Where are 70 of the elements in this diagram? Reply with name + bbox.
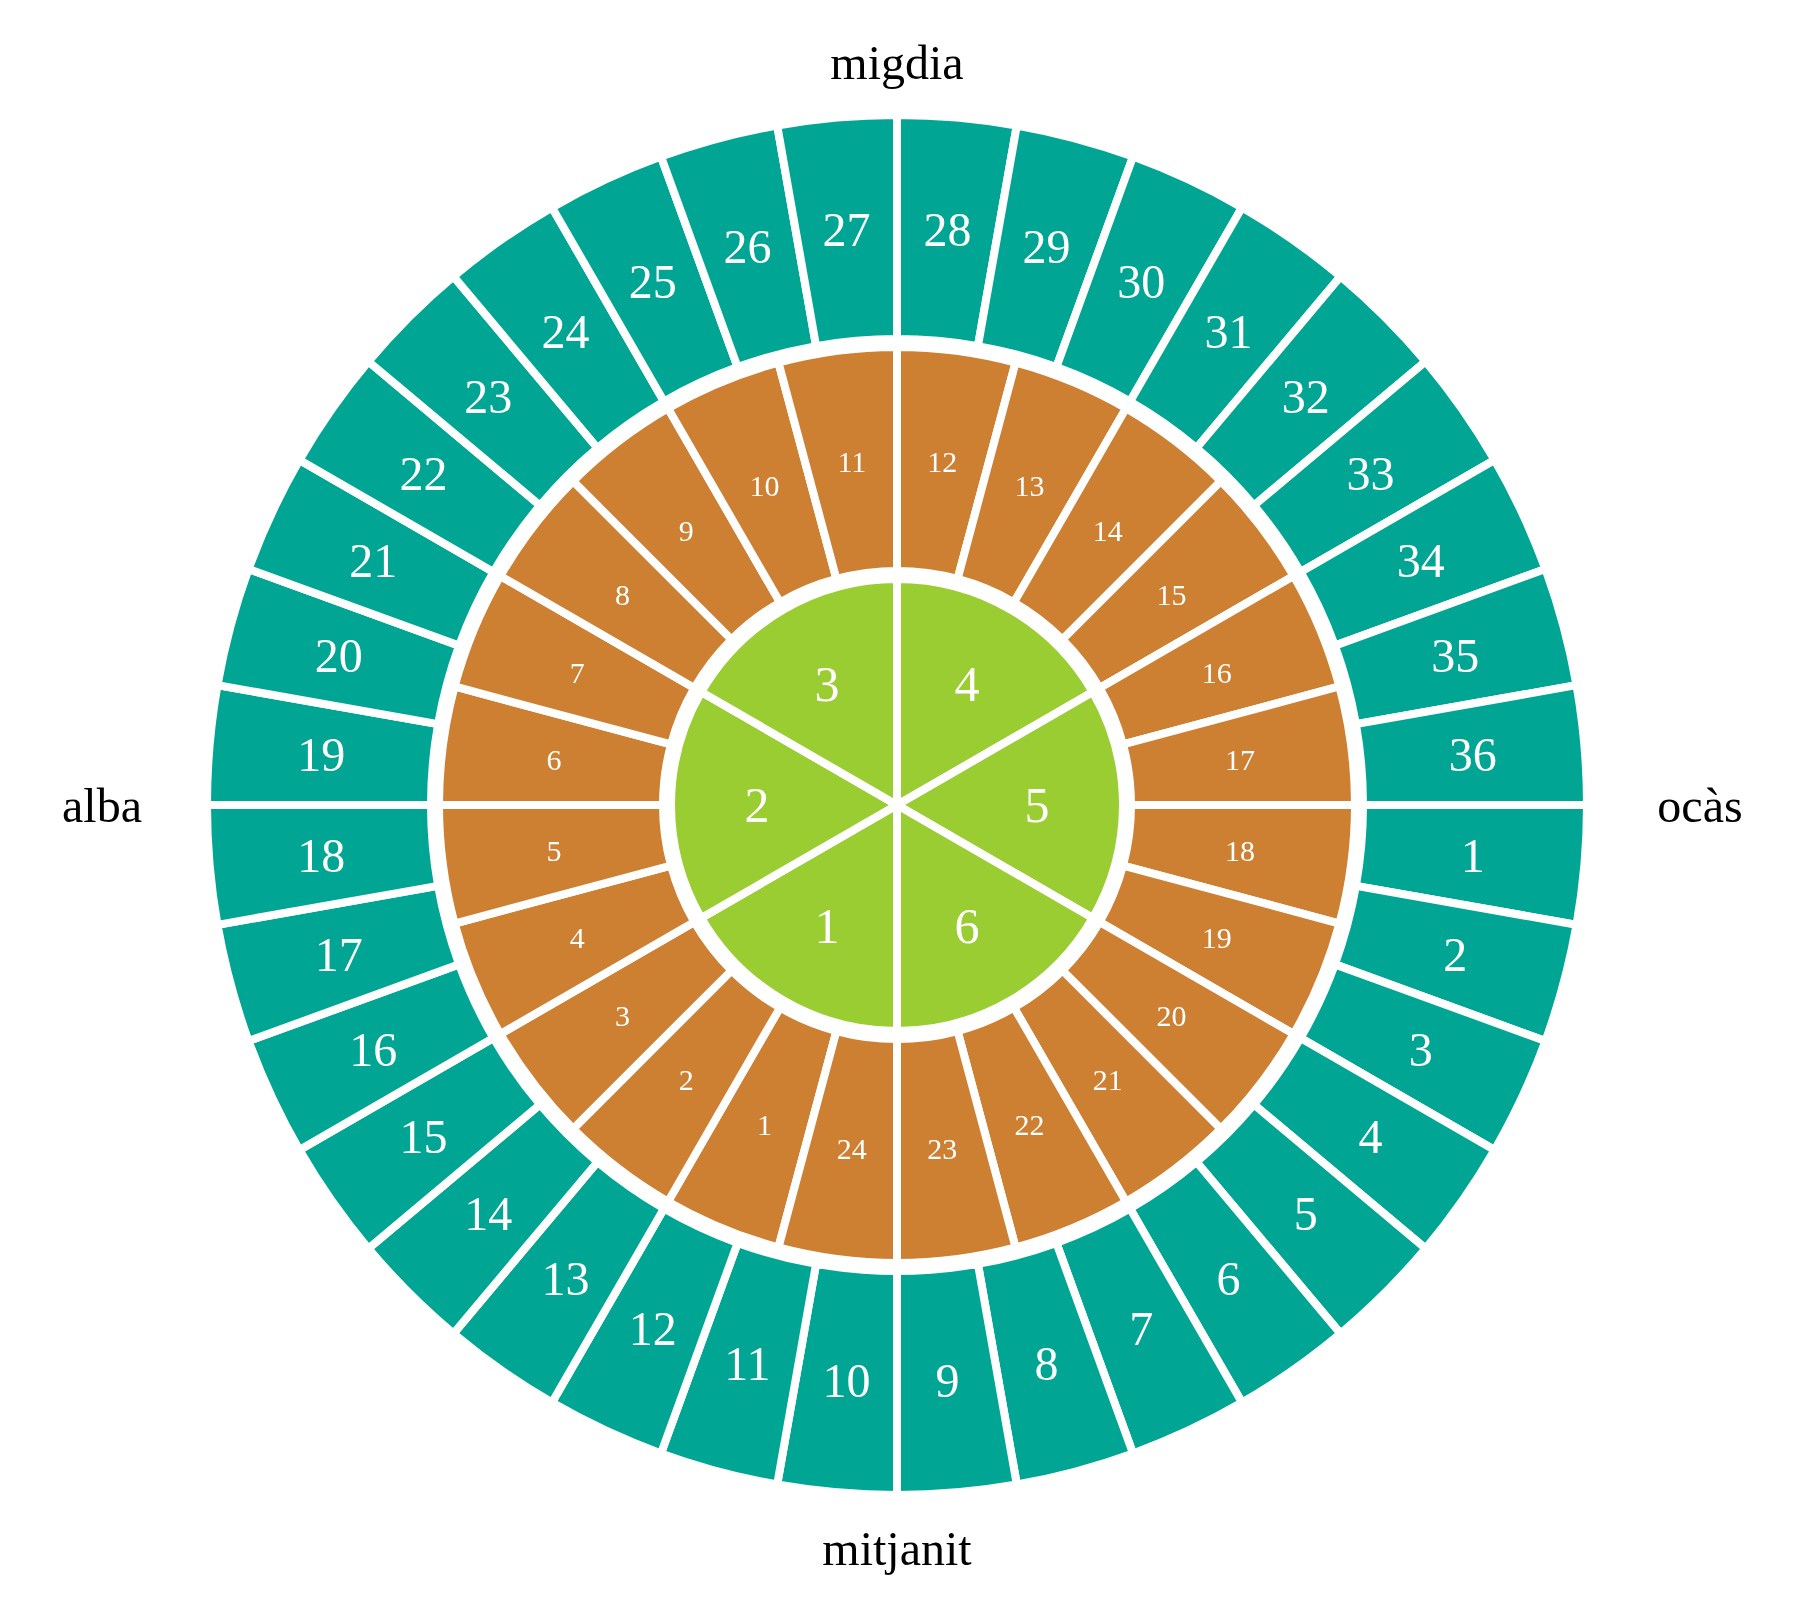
sector-number: 23 bbox=[927, 1131, 958, 1165]
sector-number: 18 bbox=[1225, 833, 1256, 867]
sector-number: 30 bbox=[1117, 254, 1166, 308]
sector-number: 16 bbox=[1201, 656, 1232, 690]
sector-number: 5 bbox=[1024, 777, 1050, 833]
sector-number: 17 bbox=[1225, 743, 1256, 777]
sector-number: 21 bbox=[1092, 1063, 1123, 1096]
sector-number: 1 bbox=[757, 1108, 773, 1142]
sector-number: 16 bbox=[349, 1022, 398, 1076]
sector-number: 10 bbox=[749, 468, 780, 502]
sector-number: 21 bbox=[349, 534, 398, 588]
sector-number: 13 bbox=[541, 1251, 590, 1305]
sector-number: 4 bbox=[569, 920, 585, 954]
direction-label: mitjanit bbox=[822, 1520, 972, 1576]
sector-number: 4 bbox=[954, 655, 980, 712]
sector-number: 5 bbox=[1293, 1187, 1318, 1241]
sector-number: 24 bbox=[836, 1131, 867, 1165]
sector-number: 7 bbox=[569, 656, 585, 690]
sector-number: 19 bbox=[297, 728, 346, 782]
sector-number: 9 bbox=[678, 514, 694, 547]
sector-number: 13 bbox=[1014, 468, 1045, 502]
sector-number: 29 bbox=[1022, 220, 1071, 274]
sector-number: 11 bbox=[837, 445, 867, 479]
sector-number: 6 bbox=[954, 898, 980, 955]
sector-number: 11 bbox=[724, 1336, 771, 1390]
sector-number: 23 bbox=[464, 369, 513, 423]
sector-number: 3 bbox=[1408, 1022, 1433, 1076]
sector-number: 26 bbox=[723, 220, 772, 274]
sector-number: 14 bbox=[464, 1187, 513, 1241]
sector-number: 27 bbox=[822, 202, 871, 256]
sector-number: 3 bbox=[814, 655, 840, 712]
sector-number: 7 bbox=[1129, 1302, 1154, 1356]
sector-number: 15 bbox=[1156, 577, 1187, 611]
sector-number: 25 bbox=[628, 254, 677, 308]
direction-label: migdia bbox=[830, 34, 964, 90]
sector-number: 8 bbox=[1034, 1336, 1059, 1390]
direction-label: ocàs bbox=[1657, 777, 1743, 833]
sector-number: 35 bbox=[1431, 628, 1480, 682]
sector-number: 4 bbox=[1358, 1110, 1383, 1164]
sector-number: 20 bbox=[314, 628, 363, 682]
sector-number: 12 bbox=[628, 1302, 677, 1356]
sector-number: 2 bbox=[1443, 928, 1468, 982]
sector-number: 19 bbox=[1201, 920, 1232, 954]
sector-number: 24 bbox=[541, 305, 590, 359]
sector-number: 14 bbox=[1092, 514, 1123, 547]
sector-number: 6 bbox=[1216, 1251, 1241, 1305]
sector-number: 9 bbox=[935, 1354, 960, 1408]
sector-number: 36 bbox=[1448, 728, 1497, 782]
sector-number: 2 bbox=[678, 1063, 694, 1096]
sector-number: 5 bbox=[546, 833, 562, 867]
sector-number: 18 bbox=[297, 828, 346, 882]
sector-number: 17 bbox=[314, 928, 363, 982]
sector-number: 28 bbox=[923, 202, 972, 256]
sector-number: 12 bbox=[927, 445, 958, 479]
sector-number: 33 bbox=[1346, 446, 1395, 500]
sector-number: 6 bbox=[546, 743, 562, 777]
sector-number: 1 bbox=[1460, 828, 1485, 882]
sector-number: 34 bbox=[1396, 534, 1445, 588]
sector-number: 22 bbox=[399, 446, 448, 500]
sector-number: 22 bbox=[1014, 1108, 1045, 1142]
sector-number: 1 bbox=[814, 898, 840, 955]
sector-number: 3 bbox=[615, 999, 630, 1033]
sector-number: 2 bbox=[744, 777, 770, 833]
sector-number: 10 bbox=[822, 1354, 871, 1408]
sector-number: 31 bbox=[1204, 305, 1253, 359]
sector-number: 15 bbox=[399, 1110, 448, 1164]
sector-number: 32 bbox=[1281, 369, 1330, 423]
sector-number: 8 bbox=[615, 577, 630, 611]
sector-number: 20 bbox=[1156, 999, 1187, 1033]
direction-label: alba bbox=[62, 777, 142, 833]
